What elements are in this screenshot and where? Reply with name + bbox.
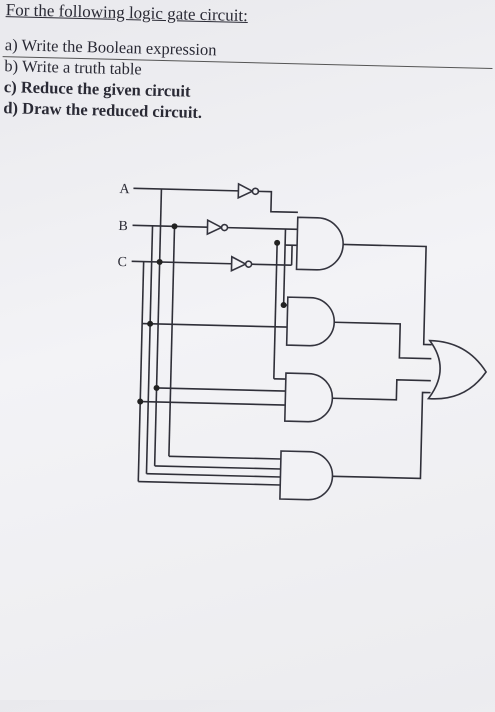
not-gate-c	[231, 257, 245, 271]
junction-dot	[147, 321, 153, 327]
wire-and4-in1	[169, 456, 281, 459]
junction-dot	[171, 223, 177, 229]
input-label-c: C	[117, 255, 127, 270]
wire-and3-in2	[157, 388, 286, 391]
and-gate-1	[297, 217, 344, 270]
junction-dot	[274, 240, 280, 246]
wire-and3-in3	[140, 402, 285, 406]
bus-not-b	[274, 243, 277, 379]
and-gate-4	[280, 451, 333, 500]
or-gate	[428, 341, 486, 401]
wire-b-input	[133, 225, 208, 227]
bus-a-1	[155, 189, 162, 466]
not-gate-b-bubble	[221, 224, 227, 230]
wire-and4-out	[332, 390, 430, 478]
not-gate-b	[207, 220, 221, 234]
wire-a-input	[133, 188, 238, 191]
bus-c	[138, 262, 143, 482]
junction-dot	[281, 302, 287, 308]
not-gate-a-bubble	[252, 188, 258, 194]
bus-b-2	[169, 226, 175, 456]
wire-c-input	[132, 261, 232, 263]
bus-not-a	[284, 229, 286, 307]
input-label-a: A	[119, 182, 130, 197]
and-gate-3	[285, 373, 333, 422]
junction-dot	[157, 259, 163, 265]
junction-dot	[153, 385, 159, 391]
not-gate-c-bubble	[246, 261, 252, 267]
wire-and1-out	[341, 244, 434, 344]
input-label-b: B	[118, 219, 128, 234]
wire-and3-out	[332, 378, 430, 400]
and-gate-2	[287, 297, 335, 346]
wire-and2-in2	[142, 324, 287, 328]
bus-b	[146, 226, 152, 474]
wire-not-c-out	[252, 264, 292, 265]
wire-and4-in2	[155, 466, 281, 469]
wire-not-b-out	[228, 228, 298, 230]
wire-and4-in3	[146, 474, 280, 477]
wire-and4-in4	[138, 482, 280, 485]
wire-not-a-out	[258, 191, 298, 212]
junction-dot	[137, 398, 143, 404]
wire-and2-out	[333, 322, 432, 358]
not-gate-a	[238, 184, 252, 198]
